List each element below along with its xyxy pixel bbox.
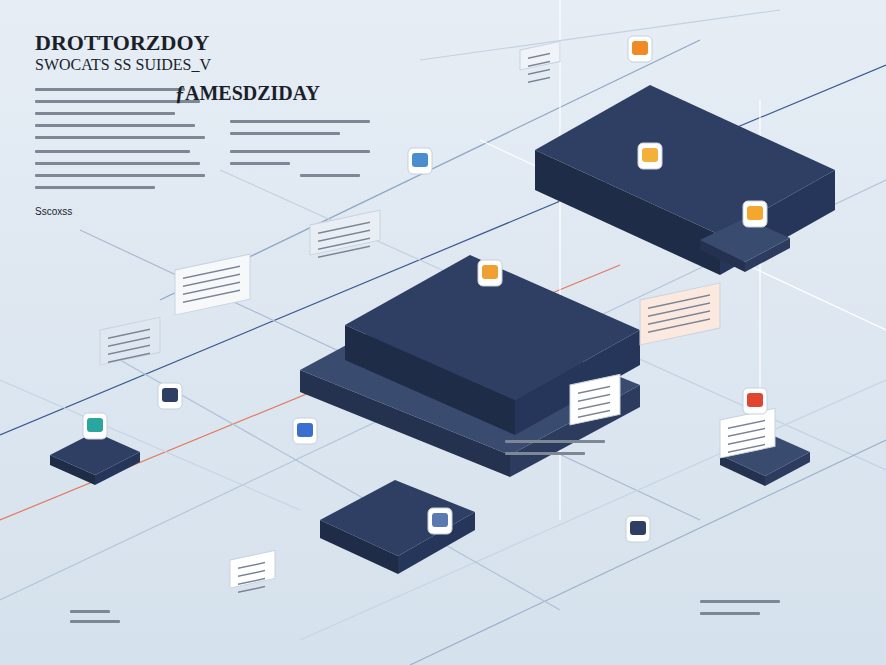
text-bar: [230, 162, 290, 165]
label-text: SWOCATS SS SUIDES_V: [35, 56, 211, 74]
icon-cube: [83, 413, 107, 439]
title-text: DROTTORZDOY: [35, 30, 209, 56]
text-bar: [35, 186, 155, 189]
text-bar: [35, 174, 205, 177]
document-card: [640, 283, 720, 345]
icon-cube: [743, 201, 767, 227]
connector-line: [420, 10, 780, 60]
icon-cube: [408, 148, 432, 174]
connector-line: [0, 380, 300, 510]
text-bar: [35, 150, 190, 153]
text-bar: [230, 120, 370, 123]
text-bar: [505, 440, 605, 443]
connector-line: [0, 65, 886, 435]
connector-line: [0, 180, 886, 600]
document-card: [720, 408, 775, 458]
document-card: [310, 210, 380, 259]
text-bar: [70, 610, 110, 613]
connector-line: [220, 170, 886, 470]
text-bar: [35, 112, 175, 115]
icon-cube: [158, 383, 182, 409]
document-card: [230, 550, 275, 594]
text-bar: [35, 136, 205, 139]
platform: [320, 480, 475, 574]
text-bar: [700, 612, 760, 615]
label-text: ƒAMESDZIDAY: [175, 82, 320, 105]
text-bar: [70, 620, 120, 623]
text-bar: [230, 132, 340, 135]
text-bar: [230, 150, 370, 153]
icon-cube: [428, 508, 452, 534]
icon-cube: [628, 36, 652, 62]
document-card: [570, 374, 620, 425]
document-card: [520, 41, 560, 84]
platform: [345, 255, 640, 435]
icon-cube: [743, 388, 767, 414]
connector-line: [410, 440, 886, 665]
text-bar: [35, 88, 185, 91]
connector-line: [80, 230, 700, 520]
text-bar: [300, 174, 360, 177]
icon-cube: [638, 143, 662, 169]
icon-cube: [293, 418, 317, 444]
icon-cube: [626, 516, 650, 542]
label-text: Sscoxss: [35, 206, 72, 217]
text-bar: [505, 452, 585, 455]
document-card: [175, 254, 250, 315]
platform: [535, 85, 835, 275]
text-bar: [700, 600, 780, 603]
icon-cube: [478, 260, 502, 286]
platform: [50, 432, 140, 485]
document-card: [100, 317, 160, 365]
text-bar: [35, 124, 195, 127]
text-bar: [35, 162, 200, 165]
